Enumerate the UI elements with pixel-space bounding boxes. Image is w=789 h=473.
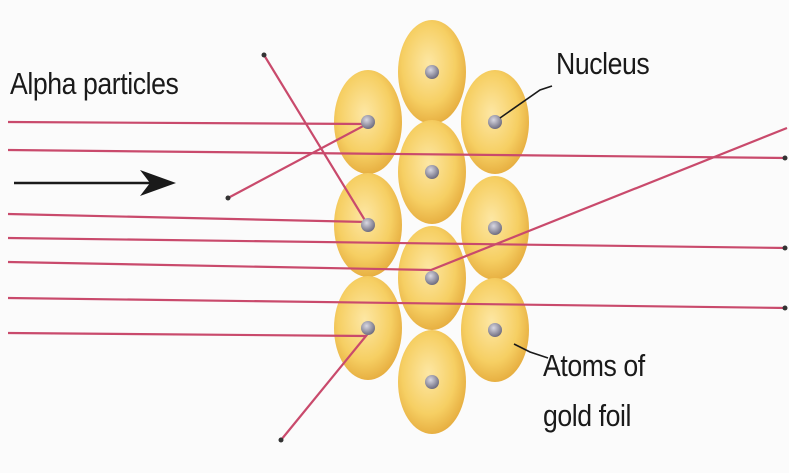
track-end-dot — [782, 245, 788, 251]
nucleus-dot — [425, 375, 439, 389]
nucleus-dot — [361, 321, 375, 335]
label-leaders — [499, 85, 553, 359]
track-end-dot — [278, 437, 284, 443]
nucleus-dot — [488, 115, 502, 129]
atoms-label-line1: Atoms of — [543, 348, 645, 383]
direction-arrow-icon — [14, 170, 176, 196]
track-straight — [7, 236, 788, 250]
track-deflected — [7, 126, 788, 272]
nucleus-leader — [499, 85, 553, 119]
nucleus-label: Nucleus — [556, 46, 650, 81]
track-deflected — [7, 331, 369, 441]
alpha-particles-label: Alpha particles — [10, 66, 179, 101]
track-end-dot — [782, 155, 788, 161]
nucleus-dot — [425, 165, 439, 179]
track-end-dot — [225, 195, 231, 201]
nucleus-dot — [488, 323, 502, 337]
nucleus-dot — [488, 221, 502, 235]
nucleus-dot — [361, 115, 375, 129]
track-straight — [7, 148, 788, 160]
track-straight — [7, 296, 788, 310]
track-end-dot — [782, 305, 788, 311]
nucleus-dot — [425, 271, 439, 285]
atoms-label-line2: gold foil — [543, 398, 632, 433]
nucleus-dot — [425, 65, 439, 79]
track-end-dots — [225, 52, 788, 443]
nuclei — [361, 65, 502, 389]
track-end-dot — [261, 52, 267, 58]
atoms-leader — [513, 343, 549, 359]
nucleus-dot — [361, 218, 375, 232]
